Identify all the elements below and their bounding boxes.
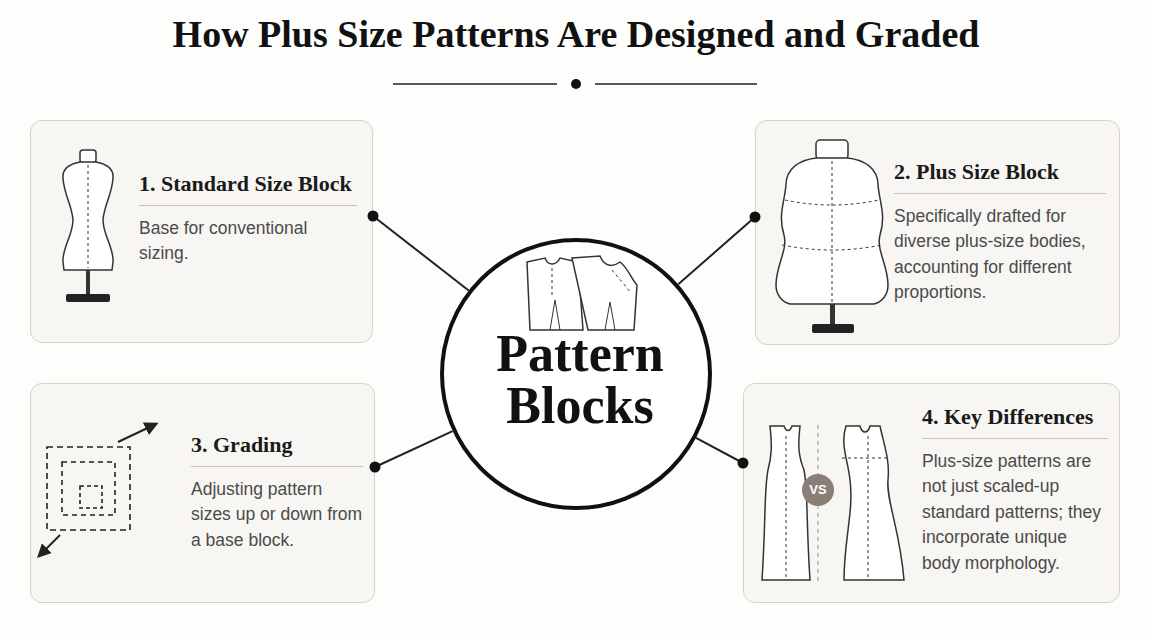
card-text: 4. Key DifferencesPlus-size patterns are… [922, 404, 1108, 576]
info-card: 2. Plus Size BlockSpecifically drafted f… [755, 120, 1120, 345]
info-card: 1. Standard Size BlockBase for conventio… [30, 120, 373, 343]
plus-size-mannequin [776, 140, 888, 333]
standard-mannequin [63, 150, 113, 302]
card-body: Adjusting pattern sizes up or down from … [191, 477, 363, 553]
info-card: 3. GradingAdjusting pattern sizes up or … [30, 383, 375, 603]
connector-dot [750, 212, 761, 223]
card-text: 3. GradingAdjusting pattern sizes up or … [191, 432, 363, 553]
connector-line [678, 217, 755, 284]
connector-dot [370, 462, 381, 473]
card-heading: 3. Grading [191, 432, 363, 467]
card-heading: 4. Key Differences [922, 404, 1108, 439]
pattern-comparison [762, 425, 904, 585]
connector-line [373, 216, 469, 290]
card-heading: 1. Standard Size Block [139, 171, 357, 206]
info-card: 4. Key DifferencesPlus-size patterns are… [743, 383, 1120, 603]
connector-line [696, 438, 743, 463]
hub-circle: Pattern Blocks [440, 238, 712, 510]
card-text: 1. Standard Size BlockBase for conventio… [139, 171, 357, 267]
connector-dot [738, 458, 749, 469]
title-divider [393, 79, 757, 89]
connector-dot [368, 211, 379, 222]
connector-line [375, 431, 453, 467]
hub-label: Pattern Blocks [480, 328, 680, 432]
bodice-pattern-icon [527, 256, 637, 330]
grading-icon [39, 424, 156, 556]
card-heading: 2. Plus Size Block [894, 159, 1106, 194]
card-body: Plus-size patterns are not just scaled-u… [922, 449, 1108, 576]
card-body: Base for conventional sizing. [139, 216, 357, 267]
card-body: Specifically drafted for diverse plus-si… [894, 204, 1106, 306]
vs-badge: VS [802, 482, 834, 497]
title: How Plus Size Patterns Are Designed and … [0, 12, 1152, 56]
card-text: 2. Plus Size BlockSpecifically drafted f… [894, 159, 1106, 306]
